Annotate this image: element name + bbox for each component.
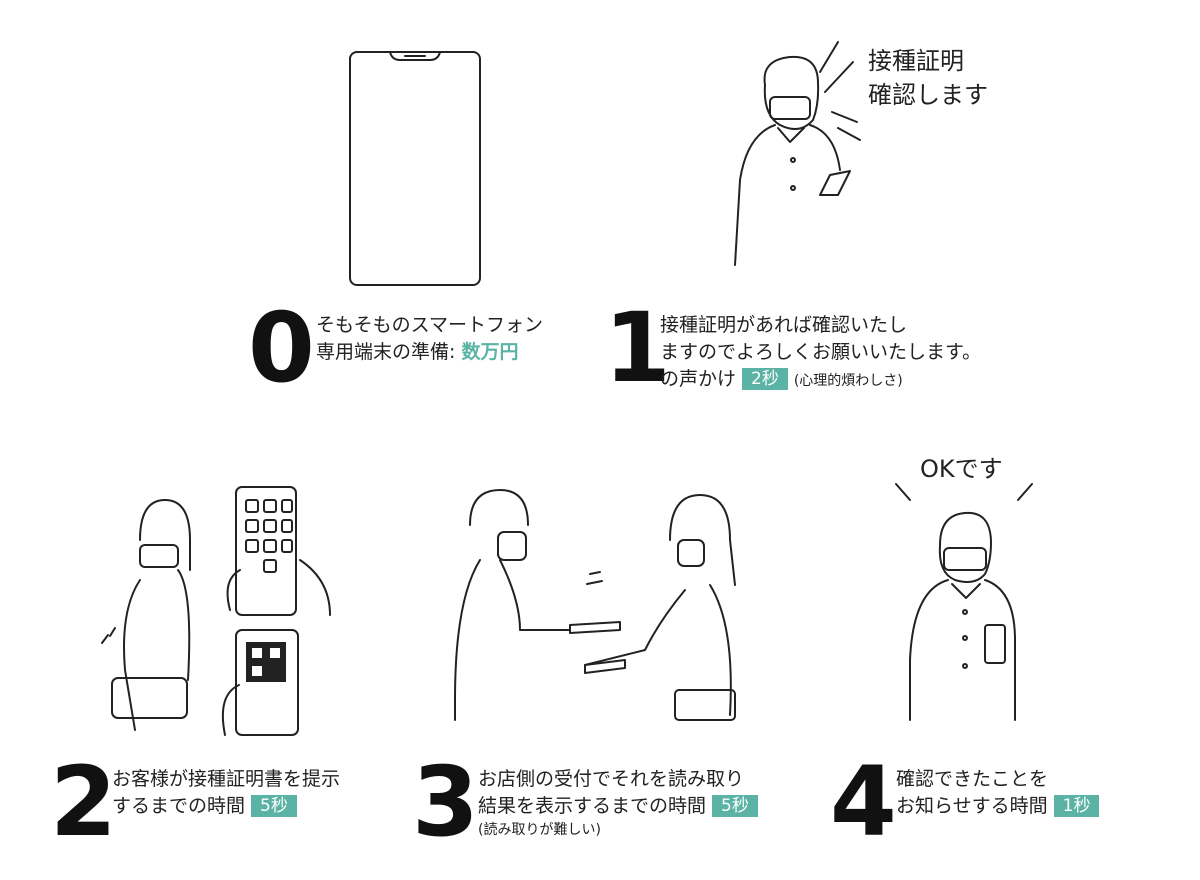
- scanning-illustration: [454, 489, 736, 721]
- customer-with-phone-illustration: [101, 486, 331, 736]
- confirm-speech: 接種証明 確認します: [868, 44, 988, 112]
- step-3-line2-text: 結果を表示するまでの時間: [478, 795, 707, 817]
- step-4-time-badge: 1秒: [1053, 795, 1100, 817]
- step-3-time-badge: 5秒: [712, 795, 758, 817]
- step-4-line1: 確認できたことを: [896, 768, 1049, 790]
- confirm-speech-line2: 確認します: [868, 81, 988, 109]
- smartphone-icon: [349, 51, 481, 286]
- ok-speech: OKです: [920, 455, 1003, 483]
- step-2-line1: お客様が接種証明書を提示: [112, 768, 341, 790]
- step-0-line2-prefix: 専用端末の準備:: [316, 341, 456, 363]
- staff-speaking-illustration: [734, 41, 861, 266]
- step-2-number: 2: [50, 746, 117, 858]
- step-0-text: そもそものスマートフォン 専用端末の準備: 数万円: [316, 312, 543, 366]
- staff-ok-illustration: [895, 483, 1033, 721]
- step-2-line2-text: するまでの時間: [112, 795, 246, 817]
- step-1-time-badge: 2秒: [742, 368, 788, 390]
- step-1-line1: 接種証明があれば確認いたし: [660, 314, 908, 336]
- step-3-number: 3: [412, 746, 479, 858]
- step-0-cost: 数万円: [461, 341, 519, 363]
- step-3-note: (読み取りが難しい): [478, 822, 601, 838]
- step-0-line2: 専用端末の準備: 数万円: [316, 339, 543, 366]
- step-1-line3-text: の声かけ: [660, 368, 737, 390]
- step-3-line1: お店側の受付でそれを読み取り: [478, 768, 745, 790]
- step-0-number: 0: [248, 292, 315, 404]
- step-1-number: 1: [604, 292, 671, 404]
- confirm-speech-line1: 接種証明: [868, 47, 964, 75]
- step-2-time-badge: 5秒: [251, 795, 297, 817]
- step-4-number: 4: [830, 746, 897, 858]
- step-1-note: (心理的煩わしさ): [793, 373, 903, 389]
- step-1-line2: ますのでよろしくお願いいたします。: [660, 341, 982, 363]
- step-0-line1: そもそものスマートフォン: [316, 314, 544, 336]
- step-4-line2-text: お知らせする時間: [896, 795, 1048, 817]
